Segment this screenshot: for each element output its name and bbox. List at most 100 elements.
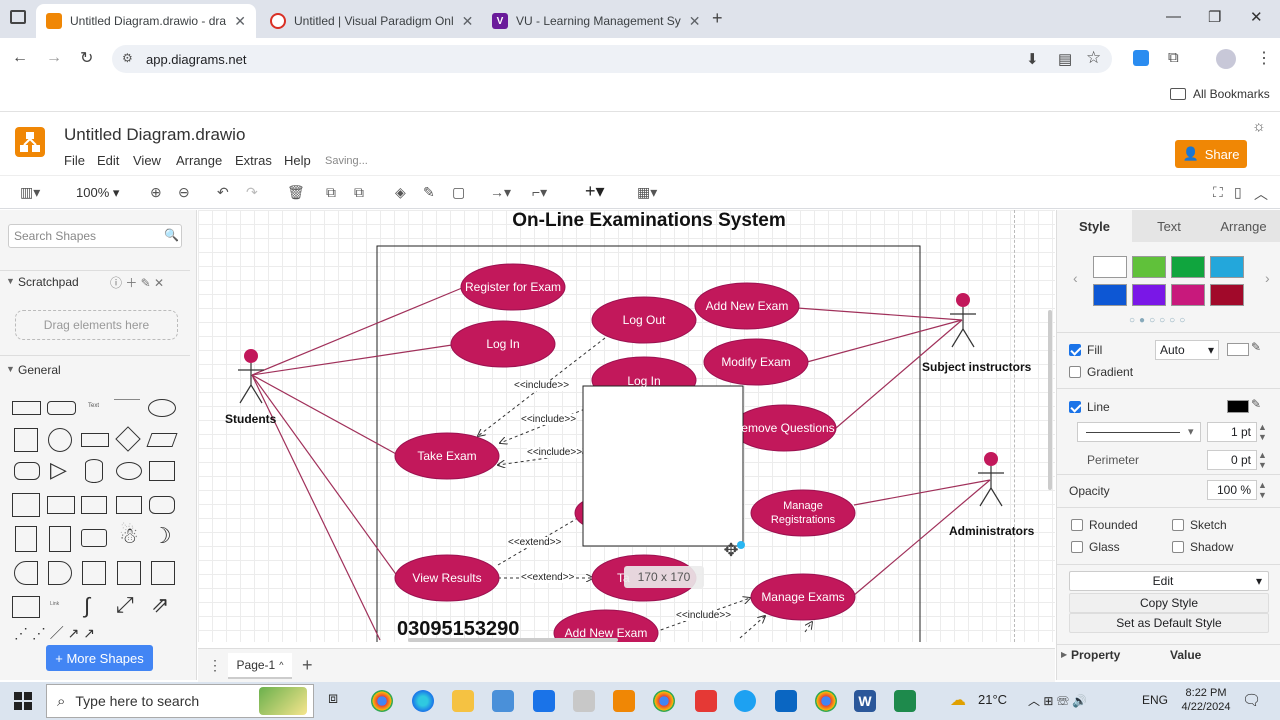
undo-icon[interactable]: ↶ (217, 184, 229, 200)
add-page-icon[interactable]: + (302, 655, 313, 675)
arrow-shape[interactable]: ⇗ (151, 592, 170, 617)
close-tab-icon[interactable]: ✕ (234, 12, 246, 29)
app-icon[interactable] (894, 690, 916, 712)
all-bookmarks-link[interactable]: All Bookmarks (1193, 87, 1270, 101)
document-shape[interactable] (149, 461, 175, 481)
menu-help[interactable]: Help (284, 153, 311, 168)
sketch-checkbox[interactable] (1172, 519, 1184, 531)
new-tab-icon[interactable]: + (712, 8, 723, 28)
square-shape[interactable] (14, 428, 38, 452)
usecase-manage-registrations[interactable] (750, 489, 856, 537)
cube-shape[interactable] (47, 496, 75, 514)
fullscreen-icon[interactable]: ⛶ (1213, 184, 1223, 200)
close-tab-icon[interactable]: ✕ (461, 12, 474, 29)
forward-icon[interactable]: → (46, 49, 62, 66)
word-icon[interactable]: W (854, 690, 876, 712)
system-boundary[interactable] (376, 245, 921, 642)
language-indicator[interactable]: ENG (1142, 693, 1169, 707)
zoom-select[interactable]: 100% ▾ (76, 185, 120, 200)
gradient-checkbox[interactable] (1069, 366, 1081, 378)
swatch[interactable] (1132, 256, 1166, 278)
chrome-icon[interactable] (653, 690, 675, 712)
edit-line-icon[interactable]: ✎ (1251, 397, 1262, 411)
menu-view[interactable]: View (133, 153, 161, 168)
triangle-shape[interactable]: ▷ (50, 457, 67, 482)
task-view-icon[interactable]: ⧈ (328, 690, 339, 707)
callout-shape[interactable] (81, 529, 107, 547)
swimlane-shape[interactable] (151, 561, 175, 585)
gradient-option[interactable]: Gradient (1069, 365, 1133, 379)
clock[interactable]: 8:22 PM 4/22/2024 (1178, 686, 1234, 714)
line-color-swatch[interactable] (1227, 400, 1249, 413)
taskbar-search-box[interactable]: ⌕ Type here to search (46, 684, 314, 718)
delay-shape[interactable] (14, 561, 38, 585)
format-panel-icon[interactable]: ▥▾ (20, 184, 41, 200)
diamond-shape[interactable] (115, 426, 141, 452)
to-back-icon[interactable]: ⧉ (354, 184, 364, 200)
line-checkbox[interactable] (1069, 401, 1081, 413)
table-icon[interactable]: ▦▾ (637, 184, 658, 200)
card-shape[interactable] (49, 526, 71, 552)
usecase-take-exam[interactable] (394, 432, 500, 480)
rounded-checkbox[interactable] (1071, 519, 1083, 531)
url-field[interactable]: ⚙ app.diagrams.net (112, 45, 1112, 73)
tab-arrange[interactable]: Arrange (1206, 210, 1280, 242)
menu-extras[interactable]: Extras (235, 153, 272, 168)
edit-fill-icon[interactable]: ✎ (1251, 340, 1262, 354)
app-icon[interactable] (573, 690, 595, 712)
internal-storage-shape[interactable] (12, 493, 40, 517)
shape-search-input[interactable]: Search Shapes 🔍 (8, 224, 182, 248)
cylinder-shape[interactable] (85, 459, 103, 483)
parallelogram-shape[interactable] (146, 433, 178, 447)
edge-icon[interactable] (412, 690, 434, 712)
scratchpad-header[interactable]: ▼ Scratchpad ⓘ ＋ ✎ ✕ (0, 270, 190, 292)
temperature[interactable]: 21°C (978, 692, 1008, 707)
step-shape[interactable] (81, 496, 107, 514)
browser-menu-icon[interactable]: ⋮ (1256, 50, 1272, 67)
weather-icon[interactable]: ☁ (950, 692, 966, 709)
swatch-page-dots[interactable]: ○●○○○○ (1129, 315, 1190, 326)
drawio-taskbar-icon[interactable] (613, 690, 635, 712)
reload-icon[interactable]: ↻ (80, 50, 94, 67)
bidirectional-arrow-shape[interactable]: ⤢ (116, 592, 134, 617)
actor-subject-instructors[interactable] (950, 293, 976, 348)
tape-shape[interactable] (149, 496, 175, 514)
line-width-input[interactable]: 1 pt (1207, 422, 1257, 442)
shadow-option[interactable]: Shadow (1172, 540, 1233, 554)
mail-icon[interactable] (533, 690, 555, 712)
sketch-option[interactable]: Sketch (1172, 518, 1227, 532)
opacity-input[interactable]: 100 % (1207, 480, 1257, 500)
expand-triangle-icon[interactable]: ▶ (1061, 650, 1068, 659)
horizontal-scrollbar[interactable] (408, 638, 618, 642)
vertical-scrollbar[interactable] (1048, 310, 1052, 490)
note-shape[interactable] (15, 526, 37, 552)
actor-administrators[interactable] (978, 452, 1004, 507)
circle-shape[interactable] (48, 428, 72, 452)
usecase-add-exam[interactable] (694, 282, 800, 330)
redo-icon[interactable]: ↷ (246, 184, 258, 200)
close-tab-icon[interactable]: ✕ (688, 12, 701, 29)
list-shape[interactable] (117, 561, 141, 585)
store-icon[interactable] (492, 690, 514, 712)
line-width-stepper[interactable]: ▲▼ (1258, 422, 1267, 442)
windows-start-icon[interactable] (14, 692, 32, 710)
fill-option[interactable]: Fill (1069, 343, 1102, 357)
actor-students[interactable] (238, 349, 264, 404)
glass-option[interactable]: Glass (1071, 540, 1120, 554)
prev-swatches-icon[interactable]: ‹ (1073, 270, 1078, 286)
data-storage-shape[interactable] (48, 561, 72, 585)
menu-file[interactable]: File (64, 153, 85, 168)
fill-color-swatch[interactable] (1227, 343, 1249, 356)
page-menu-icon[interactable]: ⋮ (208, 657, 222, 673)
tab-page-1[interactable]: Page-1^ (228, 653, 292, 679)
swatch[interactable] (1210, 256, 1244, 278)
tab-visual-paradigm[interactable]: Untitled | Visual Paradigm Onl ✕ (260, 4, 480, 38)
scratchpad-dropzone[interactable]: Drag elements here (15, 310, 178, 340)
delete-icon[interactable]: 🗑 (287, 184, 305, 200)
chrome-icon[interactable] (815, 690, 837, 712)
fill-checkbox[interactable] (1069, 344, 1081, 356)
process-shape[interactable] (81, 433, 109, 447)
tab-style[interactable]: Style (1057, 210, 1132, 242)
cloud-shape[interactable] (116, 462, 142, 480)
theme-sun-icon[interactable]: ☼ (1252, 118, 1266, 135)
